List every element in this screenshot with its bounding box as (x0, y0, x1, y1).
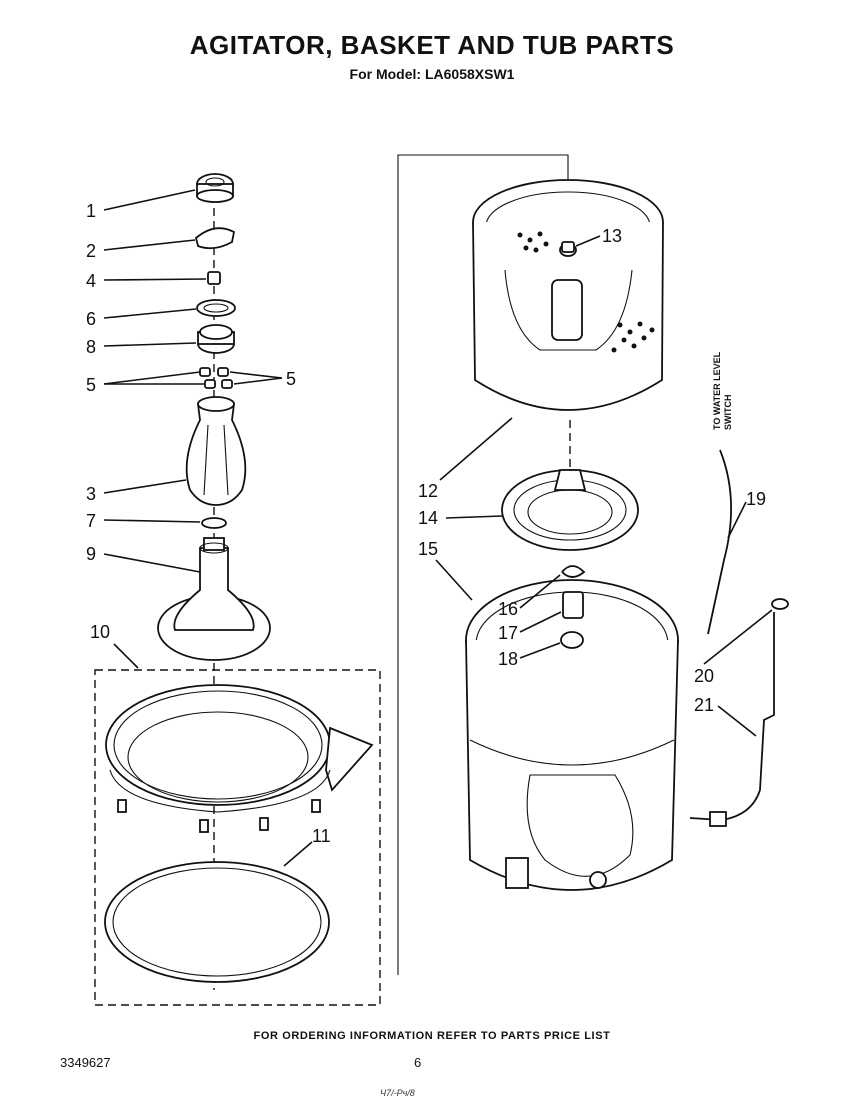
part-4-nut[interactable] (207, 271, 221, 285)
handwritten-note: Ч7/-Рч/8 (380, 1088, 415, 1098)
part-21-drain-hose[interactable] (689, 612, 775, 827)
page-number: 6 (414, 1055, 422, 1070)
callout-9: 9 (86, 544, 96, 564)
callout-10: 10 (90, 622, 110, 642)
part-8-ratchet[interactable] (197, 324, 235, 354)
callout-11: 11 (312, 826, 331, 846)
callout-21: 21 (694, 695, 714, 715)
ordering-note: FOR ORDERING INFORMATION REFER TO PARTS … (253, 1030, 611, 1042)
part-13-hub-nut[interactable] (561, 241, 575, 253)
part-19-pressure-hose[interactable] (707, 449, 733, 635)
water-level-switch-label: TO WATER LEVEL SWITCH (712, 351, 733, 430)
part-7-seal[interactable] (201, 517, 227, 529)
part-3-agitator-top[interactable] (185, 396, 247, 506)
part-10-group-box (94, 669, 381, 1006)
callout-3: 3 (86, 484, 96, 504)
callout-15: 15 (418, 539, 438, 559)
part-9-agitator-base[interactable] (157, 537, 271, 661)
part-2-cam[interactable] (194, 227, 236, 250)
part-10-tub-ring[interactable] (105, 684, 374, 833)
callout-8: 8 (86, 337, 96, 357)
callout-17: 17 (498, 623, 518, 643)
callout-20: 20 (694, 666, 714, 686)
document-number: 3349627 (60, 1055, 111, 1070)
callout-12: 12 (418, 481, 438, 501)
callout-16: 16 (498, 599, 518, 619)
side-label-line2: SWITCH (723, 395, 733, 431)
callout-14: 14 (418, 508, 438, 528)
part-1-agitator-cap[interactable] (196, 173, 234, 203)
part-12-basket[interactable] (472, 179, 664, 411)
part-16-clip[interactable] (561, 565, 586, 578)
callout-18: 18 (498, 649, 518, 669)
part-20-clamp[interactable] (771, 598, 789, 610)
callout-6: 6 (86, 309, 96, 329)
callout-2: 2 (86, 241, 96, 261)
part-6-ring[interactable] (196, 299, 236, 317)
model-subtitle: For Model: LA6058XSW1 (349, 66, 515, 82)
leader-lines (103, 189, 773, 867)
callout-5-right: 5 (286, 369, 296, 389)
callout-1: 1 (86, 201, 96, 221)
part-11-tub-ring-seal[interactable] (104, 861, 330, 983)
part-14-drive-plate[interactable] (501, 469, 639, 551)
side-label-line1: TO WATER LEVEL (712, 351, 722, 430)
part-17-seal[interactable] (562, 591, 584, 619)
callout-19: 19 (746, 489, 766, 509)
basket-perforations (517, 231, 655, 353)
page-title: AGITATOR, BASKET AND TUB PARTS (189, 30, 675, 60)
part-18-bearing[interactable] (560, 631, 584, 649)
callout-5-left: 5 (86, 375, 96, 395)
callout-4: 4 (86, 271, 96, 291)
callout-13: 13 (602, 226, 622, 246)
part-5-dogs[interactable] (199, 367, 233, 389)
callout-7: 7 (86, 511, 96, 531)
